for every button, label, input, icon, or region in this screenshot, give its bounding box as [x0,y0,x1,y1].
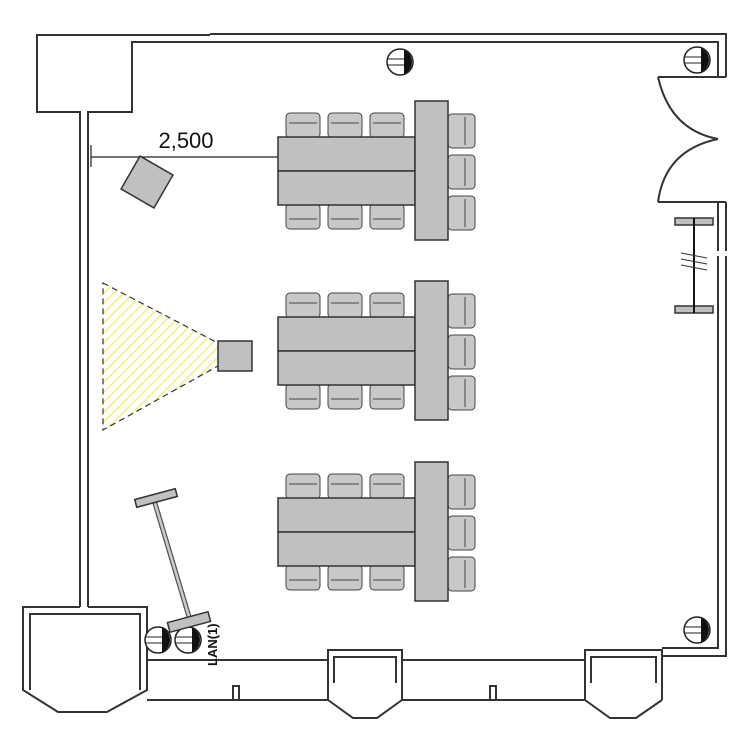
table-group-1 [277,100,476,241]
power-outlet-icon [386,48,414,76]
chair [327,383,363,410]
dimension-label: 2,500 [158,128,213,153]
chair [327,203,363,230]
chair [285,292,321,319]
power-outlet-icon [144,626,172,654]
table [277,170,416,206]
screen-stand [133,487,212,634]
column-marker-1 [232,685,240,701]
table [277,350,416,386]
chair [369,473,405,500]
bay-window-1 [327,649,403,719]
door-swing [657,76,719,203]
chair [447,375,476,411]
chair [369,292,405,319]
chair [285,112,321,139]
table [277,531,416,567]
chair [369,383,405,410]
chair [447,195,476,231]
bay-window-2 [584,649,663,719]
chair [447,474,476,510]
whiteboard [674,217,714,314]
chair [285,383,321,410]
column-marker-2 [489,685,497,701]
chair [369,564,405,591]
table-group-2 [277,280,476,421]
walls [22,33,727,719]
chair [327,112,363,139]
table [277,497,416,533]
chair [285,473,321,500]
door-wall [658,76,726,203]
lan-label: LAN(1) [205,623,220,666]
chair [447,334,476,370]
table-group-3 [277,461,476,602]
chair [285,564,321,591]
head-table [414,280,449,421]
power-outlet-icon [174,626,202,654]
lectern [120,155,174,209]
table [277,316,416,352]
table [277,136,416,172]
chair [327,564,363,591]
head-table [414,461,449,602]
power-outlet-icon [683,616,711,644]
chair [327,292,363,319]
dimension-line: 2,500 [90,128,280,167]
chair [447,113,476,149]
chair [447,293,476,329]
chair [285,203,321,230]
chair [447,515,476,551]
chair [369,203,405,230]
power-outlet-icon [683,46,711,74]
pier-bottom-left [22,606,148,713]
chair [369,112,405,139]
projection-area [102,282,219,432]
outlets [144,46,711,654]
projector [217,340,253,372]
head-table [414,100,449,241]
outer-wall [36,33,727,701]
chair [447,556,476,592]
inner-wall [87,41,719,661]
chair [327,473,363,500]
tables [277,100,476,602]
chair [447,154,476,190]
